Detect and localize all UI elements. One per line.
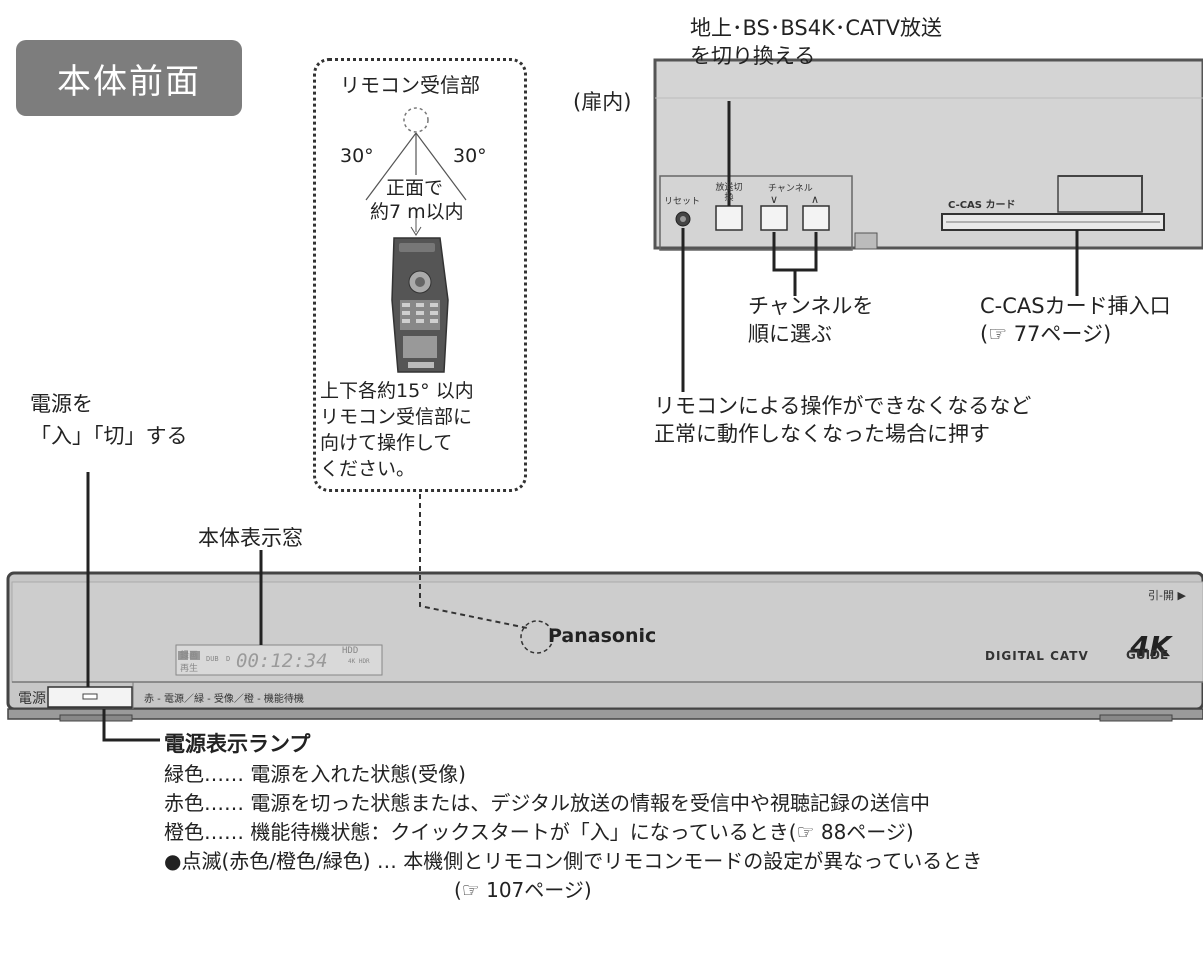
callout-line: C-CASカード挿入口 xyxy=(980,294,1171,318)
door-inside-tag: (扉内) xyxy=(573,90,632,114)
remote-instruction-line: リモコン受信部に xyxy=(320,406,473,428)
callout-line: 地上･BS･BS4K･CATV放送 xyxy=(690,16,942,40)
callout-line: リモコンによる操作ができなくなるなど xyxy=(654,394,1032,418)
remote-section-title: リモコン受信部 xyxy=(340,73,480,97)
callout-line: 電源を xyxy=(30,392,93,416)
card-slot-callout: C-CASカード挿入口 (☞ 77ページ) xyxy=(980,292,1171,348)
page-title: 本体前面 xyxy=(57,61,201,102)
lamp-color-legend: 赤 - 電源／緑 - 受像／橙 - 機能待機 xyxy=(144,694,304,705)
lcd-dub: DUB xyxy=(206,655,219,663)
remote-instruction-line: ください。 xyxy=(320,458,416,480)
channel-up-button xyxy=(802,205,830,231)
power-label: 電源 xyxy=(18,691,46,707)
remote-instructions: 上下各約15° 以内 リモコン受信部に 向けて操作して ください。 xyxy=(320,378,474,482)
legend-line: 緑色…… 電源を入れた状態(受像) xyxy=(164,762,466,786)
remote-instruction-line: 上下各約15° 以内 xyxy=(320,380,474,402)
front-display-window xyxy=(175,644,383,676)
angle-right-label: 30° xyxy=(453,145,487,167)
callout-line: 順に選ぶ xyxy=(748,322,832,346)
legend-line: 橙色…… 機能待機状態：クイックスタートが「入」になっているとき(☞ 88ページ… xyxy=(164,820,914,844)
card-slot-label: C-CAS カード xyxy=(948,200,1016,211)
legend-line: (☞ 107ページ) xyxy=(454,878,592,902)
power-lamp xyxy=(82,693,98,700)
lcd-rec: 録画 xyxy=(180,651,199,661)
open-label: 引-開 ▶ xyxy=(1148,589,1186,602)
callout-line: を切り換える xyxy=(690,44,816,68)
reset-callout: リモコンによる操作ができなくなるなど 正常に動作しなくなった場合に押す xyxy=(654,392,1031,448)
lcd-play: 再生 xyxy=(180,664,199,674)
channel-label: チャンネル xyxy=(768,184,813,194)
remote-control-drawing xyxy=(391,237,449,373)
callout-line: 「入」「切」する xyxy=(30,424,188,448)
badge-4k: 4K xyxy=(1130,630,1172,663)
remote-instruction-line: 向けて操作して xyxy=(320,432,453,454)
channel-up-mark: ∧ xyxy=(811,193,820,206)
section-title-badge: 本体前面 xyxy=(16,40,242,116)
power-callout: 電源を 「入」「切」する xyxy=(30,390,188,450)
range-line-1: 正面で xyxy=(386,177,444,199)
broadcast-switch-button xyxy=(715,205,743,231)
legend-lines: 緑色…… 電源を入れた状態(受像) 赤色…… 電源を切った状態または、デジタル放… xyxy=(164,760,982,905)
channel-down-mark: ∨ xyxy=(770,193,779,206)
lcd-hdd: HDD xyxy=(342,646,359,656)
digital-catv-label: DIGITAL CATV xyxy=(985,649,1089,663)
reset-label: リセット xyxy=(664,197,701,207)
display-window-callout: 本体表示窓 xyxy=(198,526,303,550)
legend-line: 赤色…… 電源を切った状態または、デジタル放送の情報を受信中や視聴記録の送信中 xyxy=(164,791,930,815)
broadcast-switch-callout: 地上･BS･BS4K･CATV放送 を切り換える xyxy=(690,14,942,70)
channel-select-callout: チャンネルを 順に選ぶ xyxy=(748,292,873,348)
range-line-2: 約7 m以内 xyxy=(370,201,464,223)
angle-left-label: 30° xyxy=(340,145,374,167)
brand-logo: Panasonic xyxy=(548,625,657,647)
door-button-frame xyxy=(659,175,853,251)
callout-line: チャンネルを xyxy=(748,294,874,318)
callout-line: 正常に動作しなくなった場合に押す xyxy=(654,422,990,446)
lcd-dub-d: D xyxy=(226,655,231,663)
legend-title: 電源表示ランプ xyxy=(164,732,311,756)
lcd-digits: 00:12:34 xyxy=(236,650,328,672)
power-lamp-legend: 電源表示ランプ xyxy=(164,729,310,759)
guide-logo: GUIDE xyxy=(1126,648,1169,662)
remote-sensor-marker xyxy=(520,620,554,654)
door-hinge xyxy=(854,232,878,250)
channel-down-button xyxy=(760,205,788,231)
legend-line: ●点滅(赤色/橙色/緑色) … 本機側とリモコン側でリモコンモードの設定が異なっ… xyxy=(164,849,983,873)
callout-line: (☞ 77ページ) xyxy=(980,322,1112,346)
remote-sensor-box xyxy=(313,58,527,492)
lcd-res: 4K HDR xyxy=(348,658,370,665)
broadcast-switch-label: 放送切換 xyxy=(715,183,743,203)
